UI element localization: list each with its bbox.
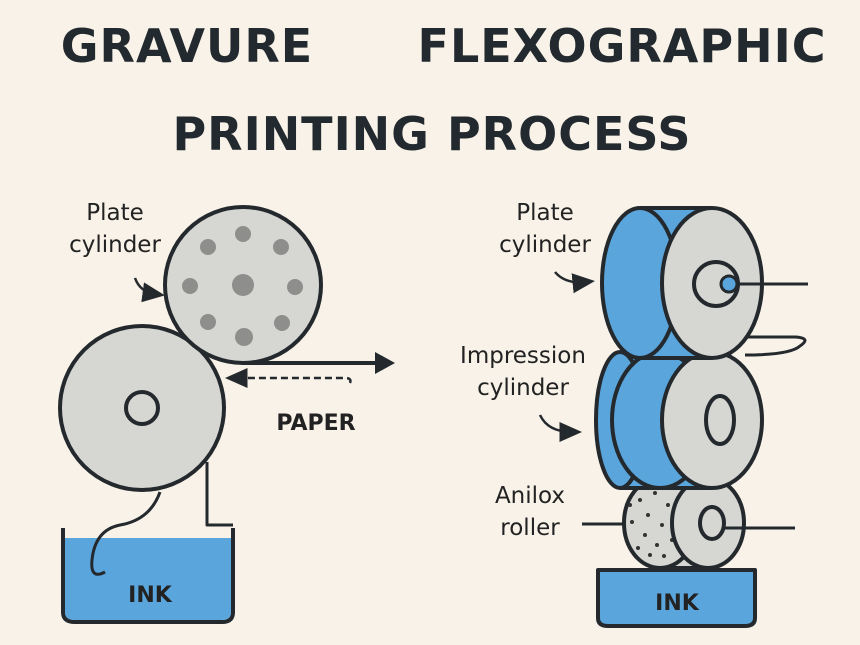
flexo-plate-axle <box>719 274 739 294</box>
doctor-blade <box>205 462 233 527</box>
flexo-plate-pointer-arrow <box>554 271 595 294</box>
flexo-impression-label-2: cylinder <box>477 375 569 401</box>
flexo-impression-label-1: Impression <box>460 343 586 369</box>
gravure-ink <box>65 538 231 620</box>
title-gravure: GRAVURE <box>61 19 313 73</box>
flexo-ink-label: INK <box>655 591 700 616</box>
flexo-impression-hub <box>704 394 736 446</box>
paper-arrowhead <box>375 352 395 374</box>
flexo-anilox-label-1: Anilox <box>495 483 565 509</box>
paper-return-arrow <box>225 368 352 388</box>
gravure-cells <box>182 226 303 346</box>
flexo-anilox-label-2: roller <box>500 515 560 541</box>
anilox-hub <box>698 505 726 541</box>
flexo-paper-web <box>744 335 807 357</box>
gravure-plate-pointer-arrow <box>133 277 165 303</box>
ink-line <box>90 491 162 576</box>
gravure-ink-tank-outline <box>61 528 235 624</box>
flexo-impression-pointer-arrow <box>538 414 582 442</box>
gravure-impression-hub <box>124 390 160 426</box>
gravure-plate-label-2: cylinder <box>69 232 161 258</box>
gravure-ink-label: INK <box>128 583 173 608</box>
flexo-plate-label-2: cylinder <box>499 232 591 258</box>
flexo-ink-tank <box>596 568 757 628</box>
title-flexographic: FLEXOGRAPHIC <box>418 19 827 73</box>
flexo-plate-label-1: Plate <box>516 200 574 226</box>
gravure-plate-label-1: Plate <box>86 200 144 226</box>
paper-label: PAPER <box>276 411 355 436</box>
title-printing-process: PRINTING PROCESS <box>172 107 691 161</box>
